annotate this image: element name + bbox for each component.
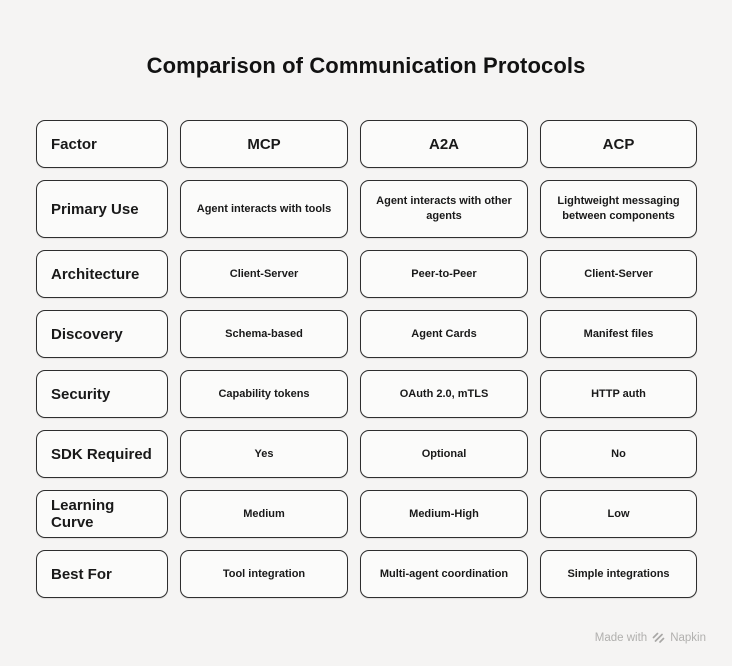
value-cell: Medium-High xyxy=(360,490,528,538)
factor-cell: Primary Use xyxy=(36,180,168,238)
factor-cell: SDK Required xyxy=(36,430,168,478)
factor-cell: Learning Curve xyxy=(36,490,168,538)
value-cell: Tool integration xyxy=(180,550,348,598)
value-cell: Multi-agent coordination xyxy=(360,550,528,598)
header-cell-acp: ACP xyxy=(540,120,697,168)
value-cell: No xyxy=(540,430,697,478)
value-cell: Simple integrations xyxy=(540,550,697,598)
value-cell: HTTP auth xyxy=(540,370,697,418)
header-cell-factor: Factor xyxy=(36,120,168,168)
value-cell: Agent interacts with tools xyxy=(180,180,348,238)
header-cell-a2a: A2A xyxy=(360,120,528,168)
value-cell: Yes xyxy=(180,430,348,478)
napkin-logo-icon xyxy=(652,631,665,644)
value-cell: Capability tokens xyxy=(180,370,348,418)
factor-cell: Best For xyxy=(36,550,168,598)
value-cell: Peer-to-Peer xyxy=(360,250,528,298)
value-cell: Agent interacts with other agents xyxy=(360,180,528,238)
brand-label: Napkin xyxy=(670,631,706,644)
comparison-table: Factor MCP A2A ACP Primary Use Agent int… xyxy=(36,120,697,598)
value-cell: Manifest files xyxy=(540,310,697,358)
value-cell: Client-Server xyxy=(180,250,348,298)
factor-cell: Security xyxy=(36,370,168,418)
value-cell: Low xyxy=(540,490,697,538)
page-title: Comparison of Communication Protocols xyxy=(146,53,586,78)
factor-cell: Discovery xyxy=(36,310,168,358)
made-with-label: Made with xyxy=(594,631,648,644)
value-cell: Lightweight messaging between components xyxy=(540,180,697,238)
value-cell: Schema-based xyxy=(180,310,348,358)
value-cell: Optional xyxy=(360,430,528,478)
value-cell: OAuth 2.0, mTLS xyxy=(360,370,528,418)
value-cell: Client-Server xyxy=(540,250,697,298)
factor-cell: Architecture xyxy=(36,250,168,298)
value-cell: Medium xyxy=(180,490,348,538)
value-cell: Agent Cards xyxy=(360,310,528,358)
made-with-napkin-credit: Made with Napkin xyxy=(595,631,706,644)
header-cell-mcp: MCP xyxy=(180,120,348,168)
